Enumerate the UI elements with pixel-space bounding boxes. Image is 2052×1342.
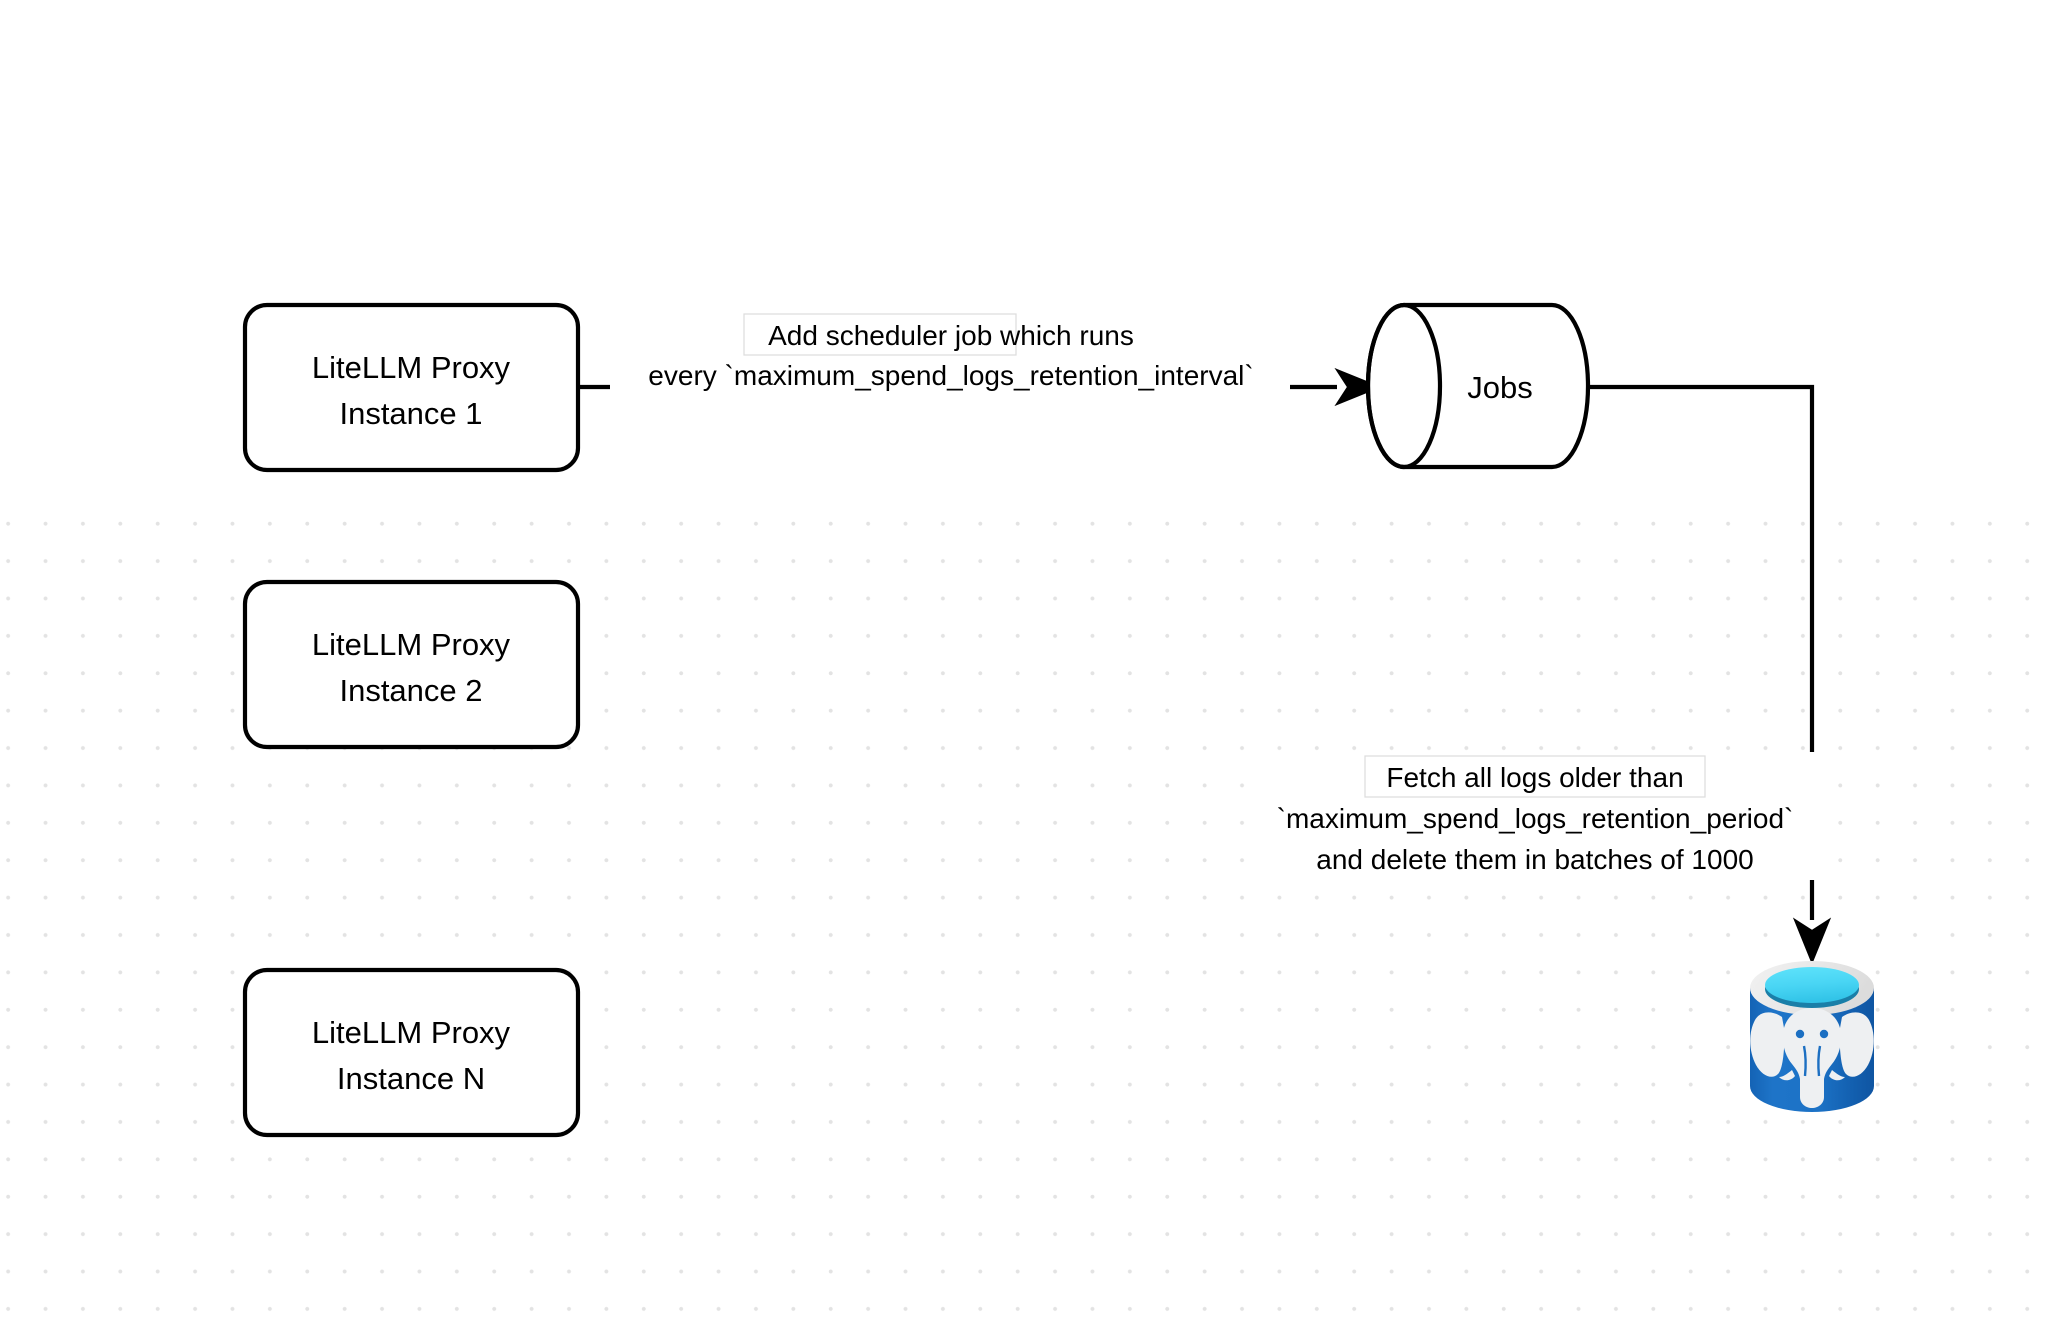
node-box (242, 967, 581, 1138)
arrowhead-icon (1334, 367, 1382, 407)
edge-line (1590, 384, 1815, 920)
elephant-trunk-line-right (1817, 1045, 1822, 1077)
postgresql-database-icon (1750, 961, 1874, 1112)
edge-label-line2: `maximum_spend_logs_retention_period` (1277, 803, 1794, 834)
elephant-eye-left (1795, 1029, 1805, 1039)
node-label-line1: LiteLLM Proxy (312, 627, 511, 662)
cylinder-cap (1365, 302, 1443, 470)
node-label-line2: Instance 2 (339, 673, 482, 708)
edge-label-line1: Fetch all logs older than (1386, 762, 1683, 793)
node-jobs-cylinder[interactable]: Jobs (1365, 302, 1591, 470)
node-label-line1: LiteLLM Proxy (312, 350, 511, 385)
elephant-trunk-line-left (1802, 1045, 1807, 1077)
node-box (242, 579, 581, 750)
edge-jobs-to-postgres[interactable] (1590, 384, 1832, 965)
label-highlight-box (1364, 755, 1706, 798)
edge-label-line1: Add scheduler job which runs (768, 320, 1134, 351)
node-proxy-instance-2[interactable]: LiteLLM Proxy Instance 2 (242, 579, 581, 750)
edge-label-fetch-delete-logs: Fetch all logs older than `maximum_spend… (1255, 752, 1815, 880)
elephant-eye-right (1819, 1029, 1829, 1039)
node-proxy-instance-1[interactable]: LiteLLM Proxy Instance 1 (242, 302, 581, 473)
arrowhead-icon (1792, 917, 1832, 965)
label-highlight-box (743, 313, 1017, 356)
node-label-line2: Instance 1 (339, 396, 482, 431)
node-proxy-instance-n[interactable]: LiteLLM Proxy Instance N (242, 967, 581, 1138)
node-label-line2: Instance N (337, 1061, 485, 1096)
edge-label-scheduler-job: Add scheduler job which runs every `maxi… (610, 310, 1290, 396)
edge-label-line3: and delete them in batches of 1000 (1316, 844, 1753, 875)
db-top-surface (1765, 967, 1859, 1003)
node-label: Jobs (1467, 370, 1532, 405)
node-box (242, 302, 581, 473)
node-postgres-database[interactable] (1750, 961, 1874, 1112)
node-label-line1: LiteLLM Proxy (312, 1015, 511, 1050)
edge-label-line2: every `maximum_spend_logs_retention_inte… (648, 360, 1253, 391)
